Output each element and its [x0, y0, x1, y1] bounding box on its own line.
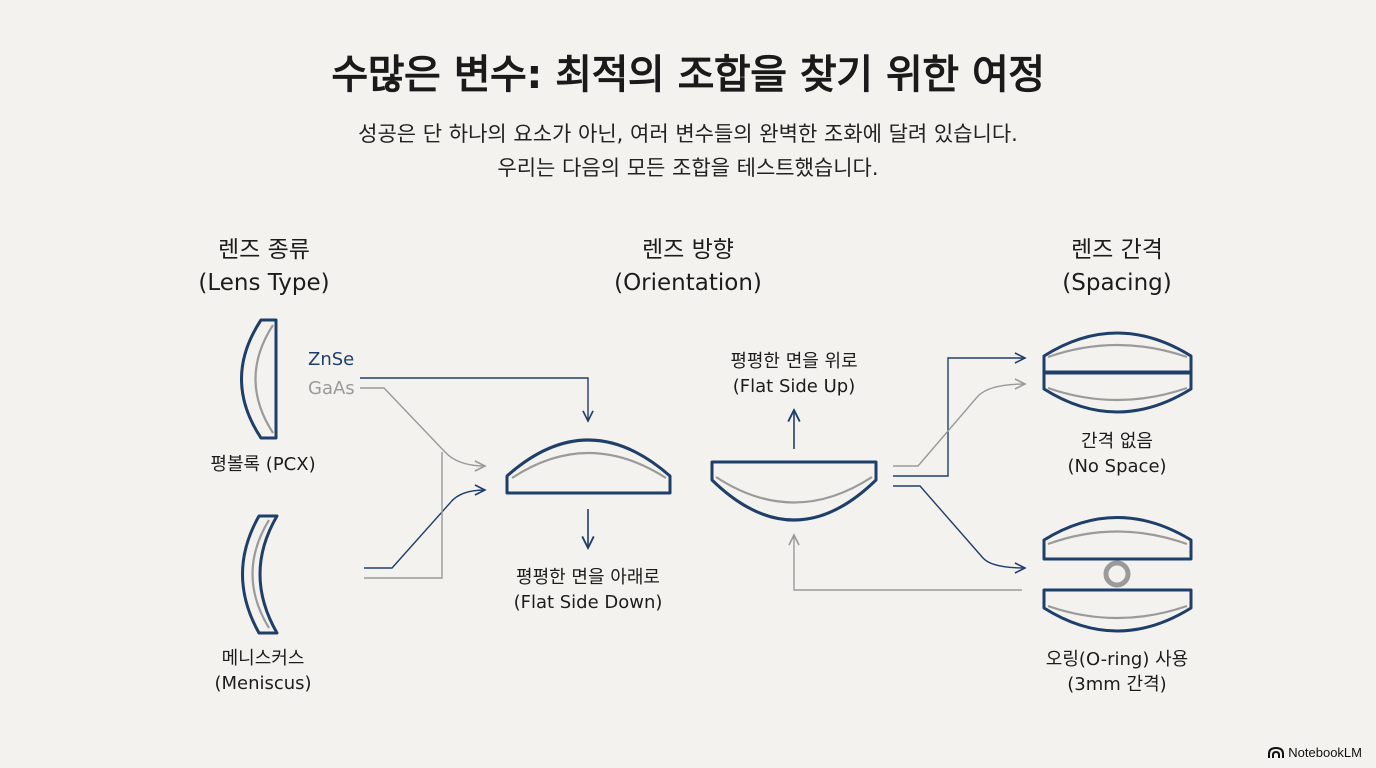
material-gaas-label: GaAs	[308, 378, 355, 399]
oring-label-ko: 오링(O-ring) 사용	[1045, 649, 1189, 670]
lens-type-header: 렌즈 종류 (Lens Type)	[134, 234, 394, 300]
oring-label: 오링(O-ring) 사용 (3mm 간격)	[997, 647, 1237, 697]
material-gaas: GaAs	[308, 377, 355, 401]
no-space-label-ko: 간격 없음	[1081, 431, 1153, 452]
subtitle-line-2: 우리는 다음의 모든 조합을 테스트했습니다.	[497, 156, 879, 180]
spacing-header: 렌즈 간격 (Spacing)	[987, 234, 1247, 300]
subtitle-line-1: 성공은 단 하나의 요소가 아닌, 여러 변수들의 완벽한 조화에 달려 있습니…	[358, 122, 1018, 146]
material-znse-label: ZnSe	[308, 349, 355, 370]
pcx-label: 평볼록 (PCX)	[210, 454, 316, 475]
orientation-header-en: (Orientation)	[614, 270, 762, 296]
oring-label-en: (3mm 간격)	[1067, 674, 1167, 695]
meniscus-label-ko: 메니스커스	[221, 648, 305, 669]
spacing-header-en: (Spacing)	[1062, 270, 1172, 296]
notebooklm-logo-icon	[1268, 746, 1285, 758]
feedback-arrow	[794, 535, 1022, 591]
flat-side-down-label-ko: 평평한 면을 아래로	[516, 567, 660, 588]
no-space-label: 간격 없음 (No Space)	[997, 429, 1237, 479]
flat-side-up-label-ko: 평평한 면을 위로	[730, 351, 858, 372]
meniscus-label: 메니스커스 (Meniscus)	[143, 646, 383, 696]
spacing-connector-gray	[893, 384, 1025, 467]
page-title: 수많은 변수: 최적의 조합을 찾기 위한 여정	[331, 52, 1045, 98]
no-space-lens-stack-icon	[1042, 331, 1193, 414]
orientation-header: 렌즈 방향 (Orientation)	[558, 234, 818, 300]
meniscus-lens-icon	[241, 514, 279, 635]
flat-side-down-lens-icon	[505, 438, 672, 495]
meniscus-label-en: (Meniscus)	[214, 673, 312, 694]
pcx-lens-icon	[240, 318, 278, 440]
lens-type-header-en: (Lens Type)	[198, 270, 330, 296]
flat-side-down-label-en: (Flat Side Down)	[513, 592, 663, 613]
spacing-header-ko: 렌즈 간격	[1071, 237, 1163, 263]
flat-side-up-lens-icon	[710, 460, 878, 522]
oring-spacing-lens-icon	[1042, 516, 1193, 633]
flat-side-up-label: 평평한 면을 위로 (Flat Side Up)	[674, 349, 914, 399]
flat-side-up-label-en: (Flat Side Up)	[732, 376, 856, 397]
brand-label: NotebookLM	[1288, 745, 1362, 760]
no-space-label-en: (No Space)	[1067, 456, 1167, 477]
gaas-connector	[360, 387, 485, 579]
material-znse: ZnSe	[308, 348, 354, 372]
lens-type-header-ko: 렌즈 종류	[218, 237, 310, 263]
znse-connector	[360, 377, 588, 569]
oring-icon	[1103, 560, 1131, 588]
flat-side-down-label: 평평한 면을 아래로 (Flat Side Down)	[468, 565, 708, 615]
notebooklm-brand: NotebookLM	[1268, 745, 1362, 760]
spacing-connector-navy	[893, 358, 1025, 568]
orientation-header-ko: 렌즈 방향	[642, 237, 734, 263]
